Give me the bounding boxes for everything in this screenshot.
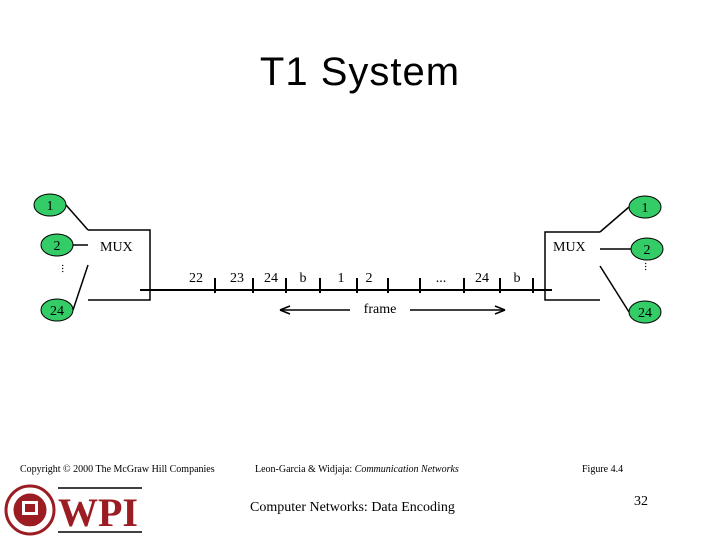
wpi-seal-icon: 1865 bbox=[4, 484, 56, 536]
frame-slot-label: b bbox=[300, 271, 307, 286]
left-vertical-ellipsis: ... bbox=[59, 264, 73, 273]
left-line-24 bbox=[72, 264, 89, 311]
citation-book: Communication Networks bbox=[354, 464, 459, 475]
frame-slot-label: 22 bbox=[189, 271, 203, 286]
right-vertical-ellipsis: ... bbox=[642, 262, 656, 271]
slide-title: T1 System bbox=[259, 50, 461, 94]
right-line-1 bbox=[599, 206, 630, 233]
right-output-2-label: 2 bbox=[644, 243, 651, 258]
left-input-1-label: 1 bbox=[47, 199, 54, 214]
frame-slot-label: 2 bbox=[366, 271, 373, 286]
slot-ticks bbox=[214, 278, 534, 293]
left-line-1 bbox=[65, 204, 89, 231]
course-title: Computer Networks: Data Encoding bbox=[250, 500, 455, 515]
frame-slot-label: 1 bbox=[338, 271, 345, 286]
left-mux bbox=[88, 229, 151, 301]
citation-authors: Leon-Garcia & Widjaja: bbox=[255, 464, 355, 475]
slot-labels: 22 23 24 b 1 2... 24 b bbox=[189, 271, 521, 286]
left-input-24-label: 24 bbox=[50, 304, 64, 319]
left-input-2: 2 bbox=[40, 233, 74, 257]
left-mux-label: MUX bbox=[100, 240, 133, 255]
right-output-24-label: 24 bbox=[638, 306, 652, 321]
right-output-24: 24 bbox=[628, 300, 662, 324]
frame-slot-label: 24 bbox=[264, 271, 278, 286]
left-input-24: 24 bbox=[40, 298, 74, 322]
citation: Leon-Garcia & Widjaja: Communication Net… bbox=[255, 464, 459, 475]
right-output-1: 1 bbox=[628, 195, 662, 219]
left-input-2-label: 2 bbox=[54, 239, 61, 254]
figure-reference: Figure 4.4 bbox=[582, 464, 624, 475]
page-number: 32 bbox=[634, 494, 648, 509]
frame-arrowhead-right bbox=[494, 305, 506, 315]
wpi-wordmark: WPI bbox=[58, 490, 138, 535]
frame-slot-label: 24 bbox=[475, 271, 489, 286]
right-mux-label: MUX bbox=[553, 240, 586, 255]
right-output-1-label: 1 bbox=[642, 201, 649, 216]
copyright-notice: Copyright © 2000 The McGraw Hill Compani… bbox=[20, 464, 215, 475]
wpi-logo: 1865 WPI bbox=[4, 484, 142, 536]
seal-year: 1865 bbox=[24, 526, 36, 532]
left-input-1: 1 bbox=[33, 193, 67, 217]
right-output-2: 2 bbox=[630, 237, 664, 261]
frame-slot-label: 23 bbox=[230, 271, 244, 286]
right-line-24 bbox=[599, 265, 630, 313]
frame-label: frame bbox=[364, 302, 397, 317]
frame-slot-label: b bbox=[514, 271, 521, 286]
right-mux bbox=[544, 231, 600, 301]
frame-slot-label: ... bbox=[436, 271, 447, 286]
frame-arrowhead-left bbox=[279, 305, 291, 315]
